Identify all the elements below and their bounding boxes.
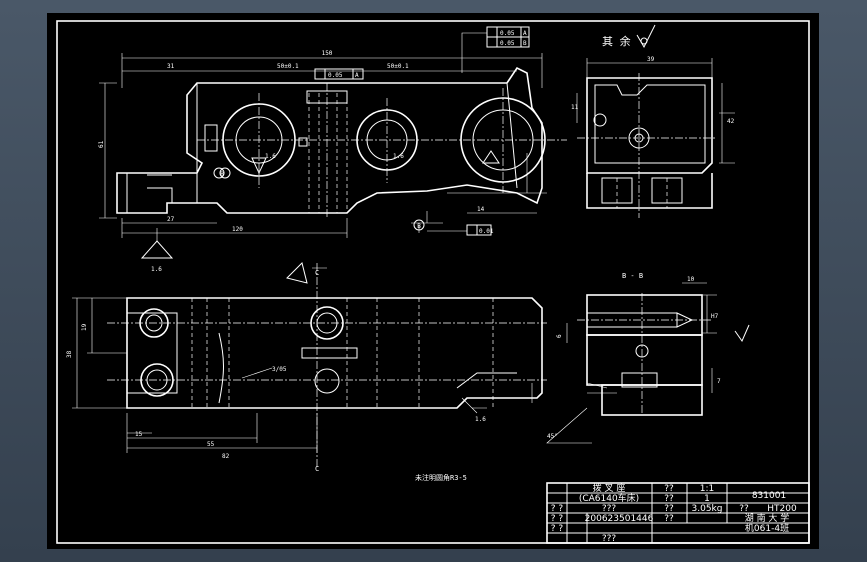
section-label: B - B xyxy=(622,272,643,280)
svg-text:42: 42 xyxy=(727,118,735,125)
tolerance-frame-bottom: 0.01 xyxy=(466,224,494,236)
drawing-number: 831001 xyxy=(752,491,786,501)
roughness-note: 其 余 xyxy=(602,24,656,49)
tolerance-frame-top: 0.05 0.05 A B xyxy=(486,26,530,48)
tolerance-value-1: 0.05 xyxy=(500,30,515,37)
svg-text:3/05: 3/05 xyxy=(272,366,287,373)
svg-text:50±0.1: 50±0.1 xyxy=(387,63,409,70)
part-name: 拨 叉 座 xyxy=(593,482,626,494)
svg-text:11: 11 xyxy=(571,104,579,111)
part-subtitle: (CA6140车床) xyxy=(579,492,639,504)
svg-text:10: 10 xyxy=(687,276,695,283)
row-mark-3: ??? xyxy=(602,504,617,514)
svg-text:27: 27 xyxy=(167,216,175,223)
row-mark-5: ?? xyxy=(739,504,749,514)
svg-text:55: 55 xyxy=(207,441,215,448)
svg-text:C: C xyxy=(315,269,319,277)
row-mark-9: ? ? xyxy=(551,524,564,534)
tolerance-value-2: 0.05 xyxy=(500,40,515,47)
svg-text:39: 39 xyxy=(647,56,655,63)
svg-text:50±0.1: 50±0.1 xyxy=(277,63,299,70)
svg-text:61: 61 xyxy=(98,140,105,148)
header-mark-1: ?? xyxy=(664,484,674,494)
svg-text:C: C xyxy=(315,465,319,473)
roughness-note-text: 其 余 xyxy=(602,34,631,48)
svg-text:45°: 45° xyxy=(547,433,558,440)
svg-text:19: 19 xyxy=(81,323,88,331)
row-mark-6: ? ? xyxy=(551,504,564,514)
svg-text:1.6: 1.6 xyxy=(151,266,162,273)
quantity-value: 1 xyxy=(704,494,710,504)
header-mark-2: ?? xyxy=(664,494,674,504)
school-name: 湖 南 大 学 xyxy=(745,512,790,524)
svg-text:120: 120 xyxy=(232,226,243,233)
svg-text:1.6: 1.6 xyxy=(393,153,404,160)
svg-text:15: 15 xyxy=(135,431,143,438)
row-mark-8: ??? xyxy=(602,534,617,544)
front-view: 150 31 50±0.1 50±0.1 61 27 120 14 1.6 1.… xyxy=(98,32,567,273)
weight-value: 3.05kg xyxy=(692,504,723,514)
sheet-border xyxy=(56,20,810,544)
top-view: 38 19 55 82 15 3/05 1.6 C C xyxy=(66,262,547,473)
tolerance-frame-mid: 0.05 A xyxy=(314,68,364,80)
svg-text:1.6: 1.6 xyxy=(265,153,276,160)
cad-drawing: 150 31 50±0.1 50±0.1 61 27 120 14 1.6 1.… xyxy=(56,20,810,544)
svg-text:31: 31 xyxy=(167,63,175,70)
cad-viewport[interactable]: 150 31 50±0.1 50±0.1 61 27 120 14 1.6 1.… xyxy=(47,13,819,549)
svg-text:B: B xyxy=(417,223,421,230)
row-mark-10: ?? xyxy=(664,514,674,524)
section-view: B - B 10 H7 6 7 45° xyxy=(546,272,750,444)
datum-label: A xyxy=(523,30,527,37)
row-mark-4: ?? xyxy=(664,504,674,514)
tolerance-value-3: 0.05 xyxy=(328,72,343,79)
svg-text:B: B xyxy=(220,171,224,178)
technical-note: 未注明圆角R3-5 xyxy=(415,473,467,482)
svg-text:1.6: 1.6 xyxy=(475,416,486,423)
svg-text:7: 7 xyxy=(717,378,721,385)
svg-text:38: 38 xyxy=(66,350,73,358)
class-name: 机061-4班 xyxy=(745,522,789,534)
material-value: HT200 xyxy=(767,504,797,514)
svg-text:14: 14 xyxy=(477,206,485,213)
svg-text:6: 6 xyxy=(556,334,563,338)
row-mark-7: ? ? xyxy=(551,514,564,524)
side-view: 39 42 11 xyxy=(571,56,735,218)
svg-text:H7: H7 xyxy=(711,313,719,320)
svg-text:150: 150 xyxy=(322,50,333,57)
tolerance-value-4: 0.01 xyxy=(479,228,494,235)
datum-label-3: A xyxy=(355,72,359,79)
student-id: 200623501446 xyxy=(585,514,654,524)
scale-value: 1:1 xyxy=(700,484,714,494)
datum-label-2: B xyxy=(523,40,527,47)
title-block: 拨 叉 座 (CA6140车床) ?? 1:1 831001 ?? 1 ? ? … xyxy=(546,482,810,544)
svg-text:82: 82 xyxy=(222,453,230,460)
